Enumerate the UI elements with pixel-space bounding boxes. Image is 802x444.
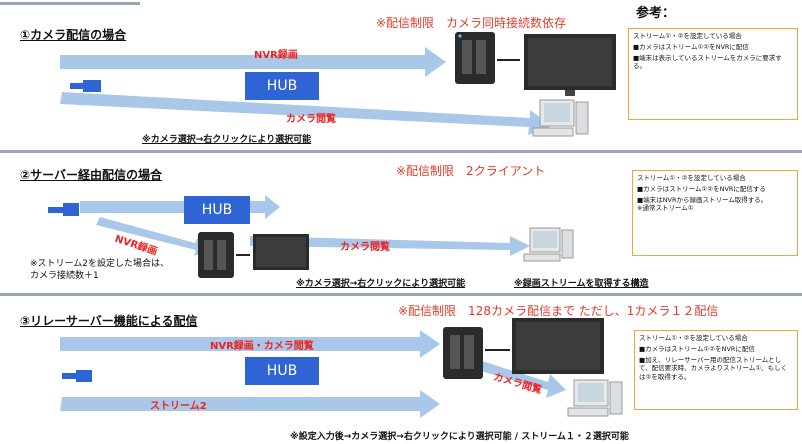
camera-body-1 [83, 80, 101, 92]
section-2-note-stream: ※ストリーム2を設定した場合は、 [30, 259, 169, 269]
monitor-2 [253, 234, 309, 270]
side-box-3-line: ■加え、リレーサーバー用の配信ストリームとして、配信要求時、カメラよりストリーム… [639, 356, 788, 381]
side-box-3-line: ■カメラはストリーム①②をNVRに配信 [639, 345, 755, 354]
side-box-2-line: ■端末はNVRから録画ストリーム取得する。 [637, 196, 768, 205]
section-1-limit-note: ※配信制限 カメラ同時接続数依存 [376, 16, 567, 30]
camera-lens-2 [48, 207, 64, 213]
nvr-device-3 [443, 327, 483, 379]
pc-3 [567, 379, 623, 417]
camera-body-3 [76, 370, 92, 382]
section-3-title: ③リレーサーバー機能による配信 [20, 314, 198, 328]
monitor-1 [524, 34, 616, 96]
arrow-cam-view-3 [456, 354, 566, 398]
section-divider-2 [0, 293, 802, 296]
section-3-side-box: ストリーム①・②を設定している場合 ■カメラはストリーム①②をNVRに配信 ■加… [634, 330, 798, 410]
side-box-2-line: ■カメラはストリーム①②をNVRに配信する [637, 185, 766, 194]
section-2-note-select: ※カメラ選択→右クリックにより選択可能 [296, 279, 466, 289]
hub-box-3: HUB [245, 357, 319, 385]
section-1-side-box: ストリーム①・②を設定している場合 ■カメラはストリーム①②をNVRに配信 ■端… [628, 28, 798, 120]
arrow-nvr-rec-1 [60, 47, 446, 77]
pc-1 [532, 99, 589, 137]
side-box-1-line: ■端末は表示しているストリームをカメラに要求する。 [633, 54, 782, 71]
section-divider-1 [0, 150, 802, 153]
camera-lens-3 [62, 373, 77, 379]
section-3-arrow-label-stream2: ストリーム2 [150, 401, 207, 412]
section-2-note-count: カメラ接続数＋1 [30, 271, 99, 281]
section-1-arrow-label-view: カメラ閲覧 [286, 114, 336, 125]
arrow-stream2-3 [60, 390, 440, 418]
camera-body-2 [63, 203, 79, 216]
side-box-2-line: ストリーム①・②を設定している場合 [637, 174, 746, 182]
pc-2 [523, 227, 574, 262]
section-2-side-box: ストリーム①・②を設定している場合 ■カメラはストリーム①②をNVRに配信する … [632, 170, 798, 256]
hub-box-1: HUB [245, 72, 319, 100]
reference-title: 参考： [636, 6, 676, 21]
section-2-title: ②サーバー経由配信の場合 [20, 168, 163, 182]
section-2-note-structure: ※録画ストリームを取得する構造 [514, 279, 649, 289]
section-1-title: ①カメラ配信の場合 [20, 28, 127, 42]
arrow-cam-hub-2 [80, 195, 280, 219]
section-2-limit-note: ※配信制限 2クライアント [396, 164, 546, 178]
side-box-1-line: ■カメラはストリーム①②をNVRに配信 [633, 43, 749, 52]
nvr-device-1 [455, 32, 495, 84]
arrow-cam-view-2 [250, 236, 530, 256]
side-box-1-line: ストリーム①・②を設定している場合 [633, 32, 742, 40]
section-2-arrow-label-view: カメラ閲覧 [340, 242, 390, 253]
section-3-limit-note: ※配信制限 128カメラ配信まで ただし、1カメラ１２配信 [398, 304, 719, 318]
nvr-device-2 [198, 232, 234, 278]
arrow-cam-view-1 [60, 92, 552, 135]
side-box-3-line: ストリーム①・②を設定している場合 [639, 334, 748, 342]
section-3-arrow-label-nvr-view: NVR録画・カメラ閲覧 [210, 341, 314, 352]
arrow-nvr-rec-3 [60, 330, 440, 358]
section-1-arrow-label-nvr: NVR録画 [254, 50, 298, 61]
section-3-note: ※設定入力後→カメラ選択→右クリックにより選択可能 / ストリーム１・２選択可能 [290, 432, 629, 442]
monitor-3 [512, 318, 604, 374]
arrow-nvr-rec-2 [96, 217, 210, 256]
side-box-2-line: ※通常ストリーム① [637, 204, 694, 213]
section-divider-top [0, 2, 140, 5]
section-1-note: ※カメラ選択→右クリックにより選択可能 [142, 135, 312, 145]
hub-box-2: HUB [184, 196, 250, 224]
camera-lens-1 [70, 83, 84, 89]
